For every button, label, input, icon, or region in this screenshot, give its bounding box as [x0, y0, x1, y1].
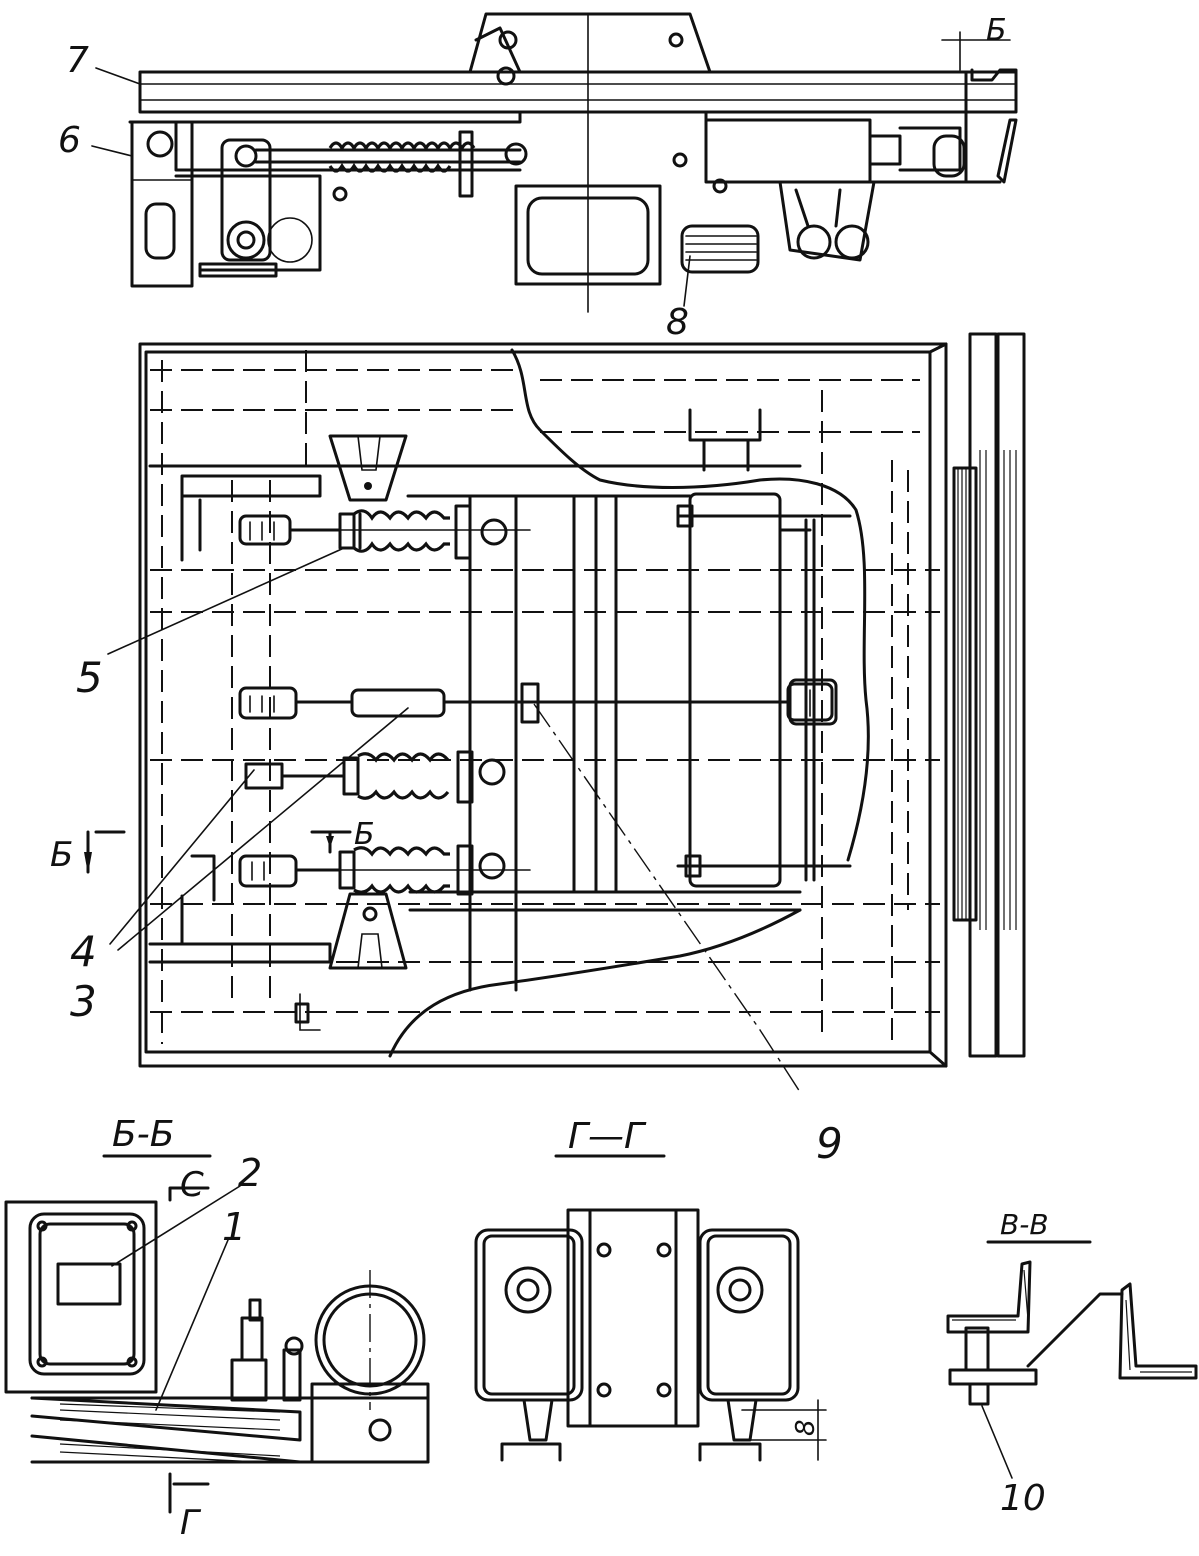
section-title-bb: Б-Б: [112, 1114, 174, 1155]
mark-b-top-right: Б: [986, 13, 1007, 48]
section-bb: [4, 1154, 430, 1514]
callout-6: 6: [58, 120, 81, 161]
callout-labels: 7 6 8 5 4 3 9 2 1 10: [58, 40, 1046, 1519]
callout-1: 1: [222, 1205, 246, 1249]
section-gg: [474, 1154, 827, 1462]
front-view: [84, 332, 1026, 1093]
section-title-vv: В-В: [1000, 1208, 1049, 1241]
section-titles: Б-Б Г—Г В-В: [112, 1114, 1049, 1241]
callout-8: 8: [666, 302, 689, 343]
callout-4: 4: [70, 927, 97, 976]
top-view: [128, 12, 1018, 313]
mark-b-inner: Б: [354, 817, 375, 852]
callout-5: 5: [76, 653, 103, 702]
mark-c-bb: С: [180, 1165, 204, 1205]
tie-rod-middle: [238, 682, 834, 724]
callout-10: 10: [1000, 1478, 1046, 1519]
section-title-gg: Г—Г: [568, 1116, 647, 1157]
insulator-row-middle: [244, 750, 506, 804]
mark-b-left: Б: [50, 835, 73, 875]
dimension-8: 8: [791, 1419, 821, 1436]
callout-7: 7: [66, 40, 89, 81]
mark-g-bb: Г: [180, 1503, 202, 1543]
insulator-row-lower: [238, 844, 531, 896]
callout-2: 2: [238, 1151, 262, 1195]
callout-9: 9: [816, 1119, 843, 1168]
callout-3: 3: [70, 977, 97, 1026]
section-marks: Б Б Б С Г 8: [50, 13, 1007, 1543]
rail-hatch: [957, 450, 1017, 930]
insulator-row-upper: [238, 504, 531, 560]
section-vv: [946, 1240, 1198, 1479]
